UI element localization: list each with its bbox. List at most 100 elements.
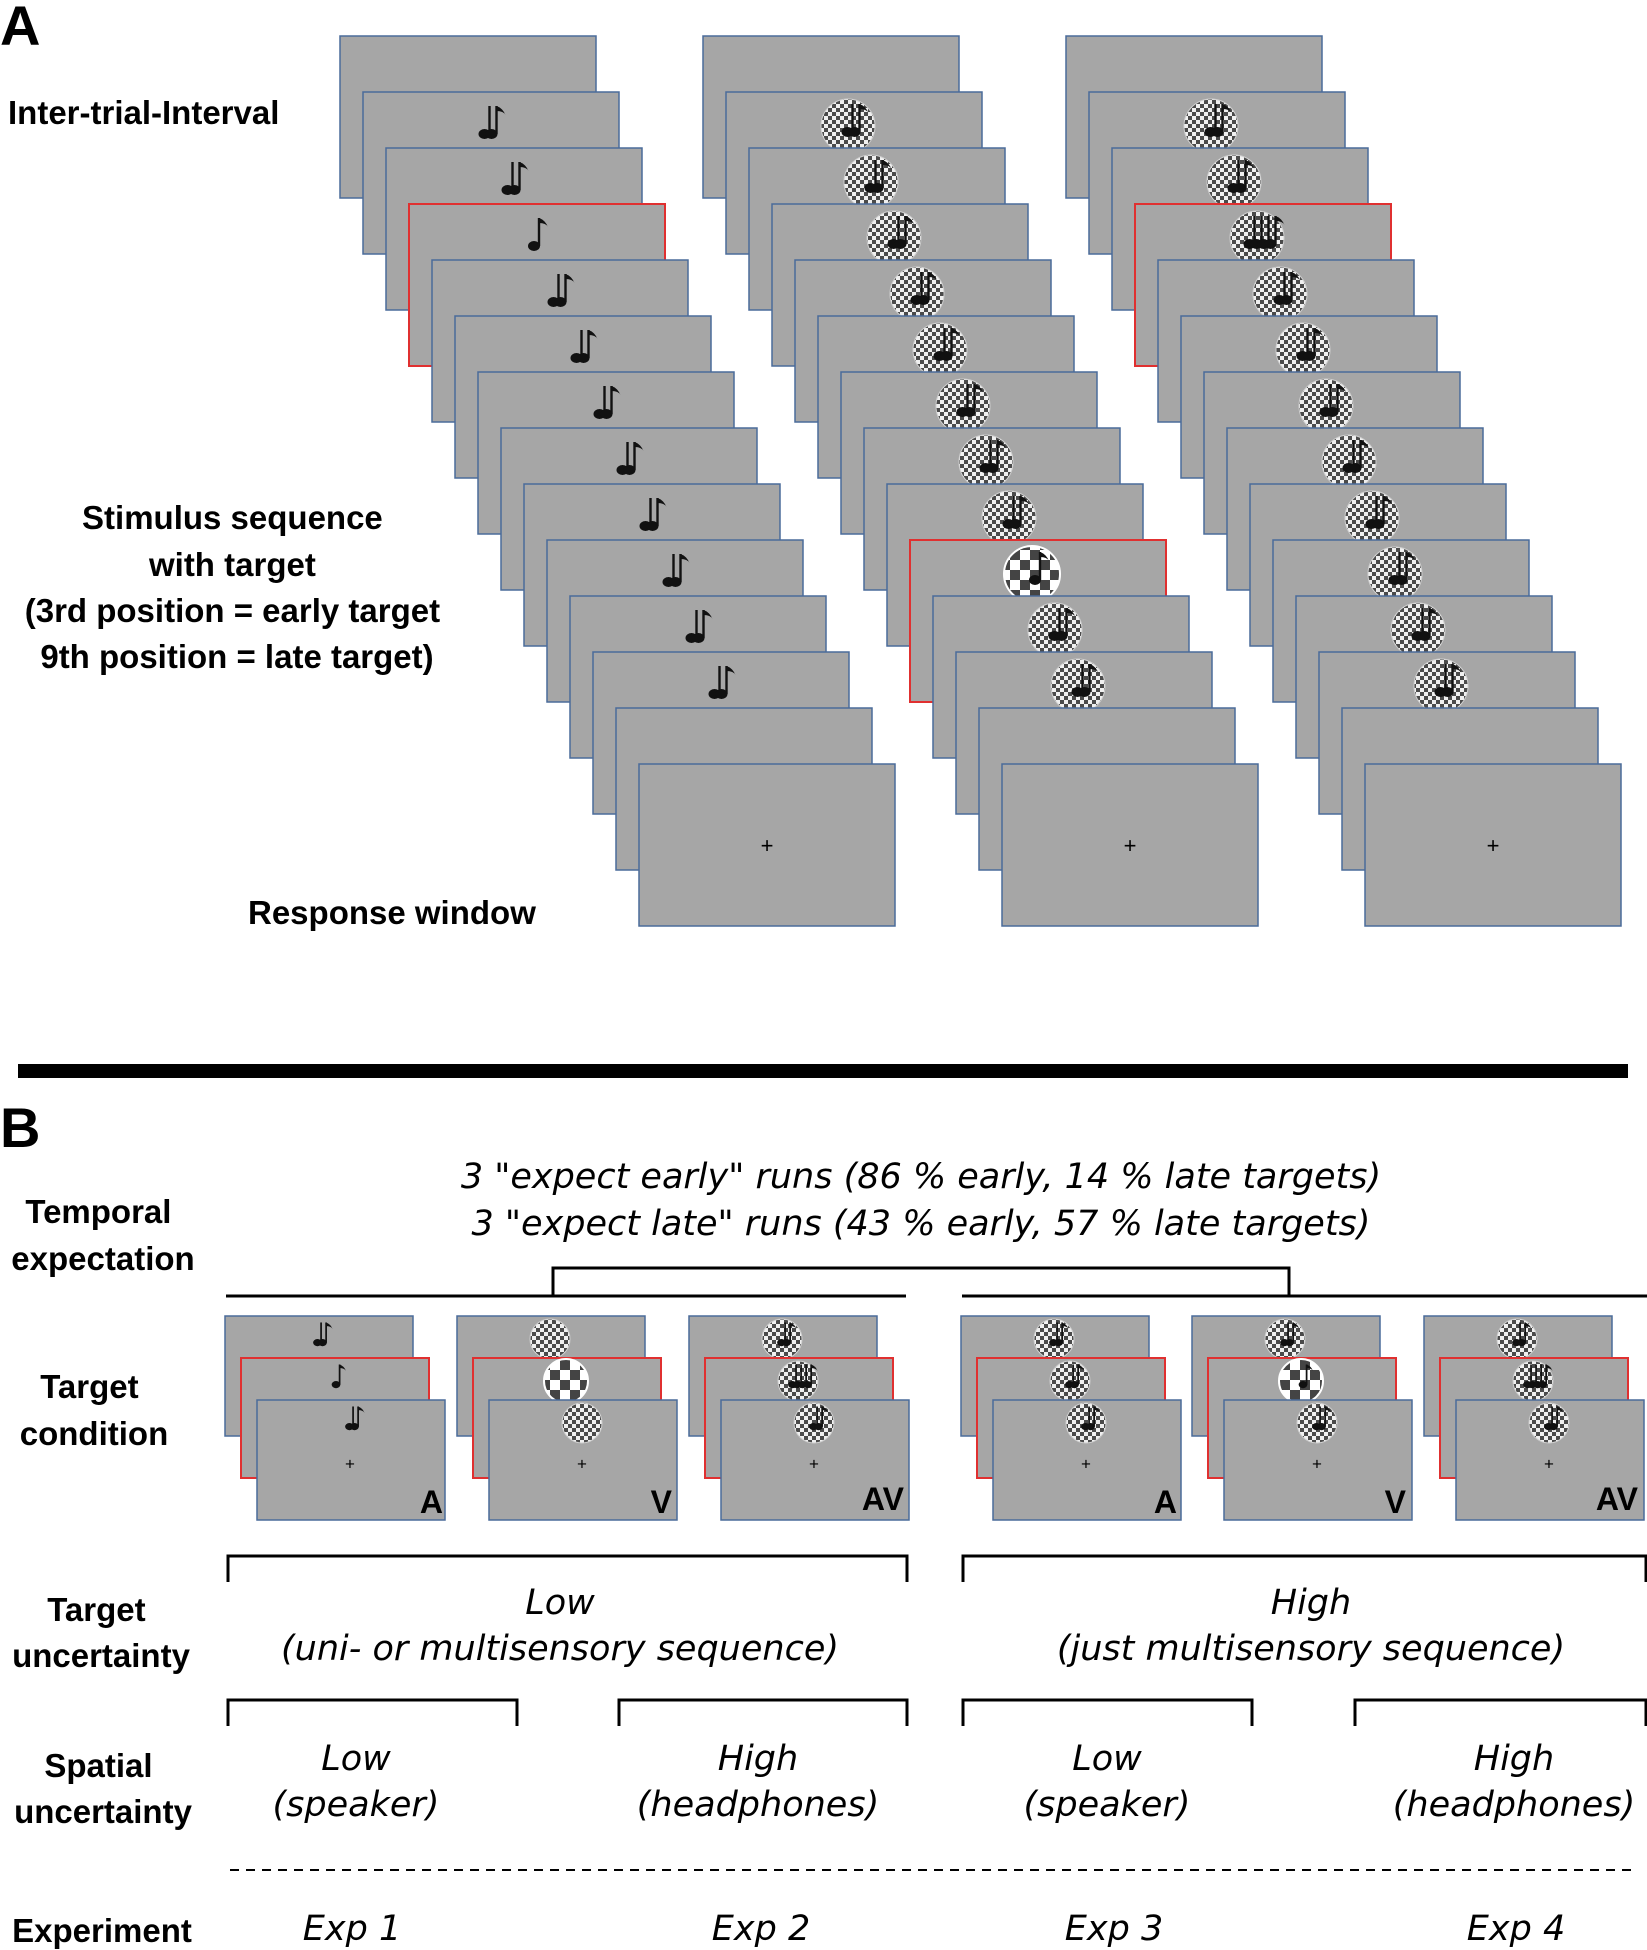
music-note-icon bbox=[685, 610, 713, 643]
checkerboard-disk-icon bbox=[1206, 154, 1262, 210]
experiment-1: Exp 1 bbox=[303, 1909, 401, 1949]
checkerboard-disk-icon bbox=[1321, 434, 1377, 490]
fixation-cross: + bbox=[1487, 833, 1500, 858]
label-target-condition-line-2: condition bbox=[20, 1415, 168, 1452]
fixation-cross: + bbox=[1544, 1454, 1554, 1473]
checkerboard-disk-icon bbox=[843, 154, 899, 210]
panel-a-letter: A bbox=[0, 0, 40, 57]
music-note-icon bbox=[788, 1364, 818, 1389]
music-note-icon bbox=[1296, 328, 1324, 361]
music-note-icon bbox=[313, 1322, 333, 1347]
fixation-cross: + bbox=[761, 833, 774, 858]
spatial-1-level: Low bbox=[321, 1739, 391, 1779]
music-note-icon bbox=[708, 666, 736, 699]
checkerboard-disk-icon bbox=[1183, 98, 1239, 154]
music-note-icon bbox=[1029, 552, 1049, 585]
experiment-2: Exp 2 bbox=[712, 1909, 810, 1949]
music-note-icon bbox=[547, 274, 575, 307]
label-inter-trial-interval: Inter-trial-Interval bbox=[8, 94, 279, 131]
condition-label-6: AV bbox=[1596, 1481, 1639, 1517]
fixation-cross: + bbox=[1081, 1454, 1091, 1473]
music-note-icon bbox=[864, 160, 892, 193]
condition-label-1: A bbox=[420, 1484, 443, 1520]
condition-label-4: A bbox=[1154, 1484, 1177, 1520]
checkerboard-disk-icon bbox=[958, 434, 1014, 490]
checkerboard-disk-icon bbox=[1496, 1318, 1538, 1360]
fixation-cross: + bbox=[345, 1454, 355, 1473]
music-note-icon bbox=[1523, 1364, 1553, 1389]
spatial-3-level: Low bbox=[1072, 1739, 1142, 1779]
spatial-uncertainty-brackets bbox=[226, 1698, 1647, 1726]
target-checkerboard-disk-icon bbox=[1003, 545, 1061, 603]
fixation-cross: + bbox=[1124, 833, 1137, 858]
condition-label-2: V bbox=[651, 1484, 673, 1520]
music-note-icon bbox=[1002, 496, 1030, 529]
panel-separator bbox=[18, 1064, 1628, 1078]
label-stimulus-sequence-line-1: Stimulus sequence bbox=[82, 499, 383, 536]
music-note-icon bbox=[841, 104, 869, 137]
checkerboard-disk-icon bbox=[866, 210, 922, 266]
music-note-icon bbox=[1049, 1322, 1069, 1347]
target-uncertainty-low-desc: (uni- or multisensory sequence) bbox=[281, 1629, 839, 1669]
music-note-icon bbox=[478, 106, 506, 139]
music-note-icon bbox=[1048, 608, 1076, 641]
music-note-icon bbox=[1273, 272, 1301, 305]
condition-stack-4: + bbox=[960, 1315, 1182, 1521]
target-uncertainty-low-level: Low bbox=[525, 1583, 595, 1623]
music-note-icon bbox=[1388, 552, 1416, 585]
music-note-icon bbox=[501, 162, 529, 195]
target-uncertainty-brackets bbox=[226, 1554, 1647, 1582]
target-checkerboard-disk-icon bbox=[543, 1358, 589, 1404]
response-screen bbox=[1364, 763, 1622, 927]
response-screen bbox=[1001, 763, 1259, 927]
checkerboard-disk-icon bbox=[1298, 378, 1354, 434]
panel-b-stacks: ++++++ bbox=[224, 1315, 1645, 1521]
music-note-icon bbox=[1319, 384, 1347, 417]
checkerboard-disk-icon bbox=[1027, 602, 1083, 658]
fixation-cross: + bbox=[1312, 1454, 1322, 1473]
label-experiment: Experiment bbox=[12, 1912, 192, 1949]
checkerboard-disk-icon bbox=[935, 378, 991, 434]
music-note-icon bbox=[639, 498, 667, 531]
label-target-uncertainty-line-2: uncertainty bbox=[12, 1637, 191, 1674]
label-target-uncertainty-line-1: Target bbox=[47, 1591, 145, 1628]
spatial-1-desc: (speaker) bbox=[273, 1785, 440, 1825]
music-note-icon bbox=[1071, 664, 1099, 697]
music-note-icon bbox=[910, 272, 938, 305]
checkerboard-disk-icon bbox=[1390, 602, 1446, 658]
stack-auditory: +++ bbox=[339, 35, 896, 927]
checkerboard-disk-icon bbox=[1033, 1318, 1075, 1360]
music-note-icon bbox=[1204, 104, 1232, 137]
checkerboard-disk-icon bbox=[1275, 322, 1331, 378]
experiment-labels: Exp 1 Exp 2 Exp 3 Exp 4 bbox=[303, 1909, 1565, 1949]
music-note-icon bbox=[1434, 664, 1462, 697]
target-uncertainty-high-level: High bbox=[1271, 1583, 1351, 1623]
checkerboard-disk-icon bbox=[1528, 1402, 1570, 1444]
label-temporal-line-2: expectation bbox=[11, 1240, 194, 1277]
label-spatial-uncertainty-line-2: uncertainty bbox=[14, 1793, 193, 1830]
checkerboard-disk-icon bbox=[793, 1402, 835, 1444]
condition-stack-6: + bbox=[1423, 1315, 1645, 1521]
stack-visual: +++ bbox=[702, 35, 1259, 927]
temporal-bracket bbox=[226, 1266, 1647, 1298]
label-temporal-line-1: Temporal bbox=[25, 1193, 171, 1230]
panel-a-stacks: +++++++++ bbox=[339, 35, 1622, 927]
spatial-3-desc: (speaker) bbox=[1024, 1785, 1191, 1825]
music-note-icon bbox=[1065, 1364, 1085, 1389]
checkerboard-disk-icon bbox=[1252, 266, 1308, 322]
target-checkerboard-disk-icon bbox=[1278, 1358, 1324, 1404]
music-note-icon bbox=[887, 216, 915, 249]
checkerboard-disk-icon bbox=[761, 1318, 803, 1360]
checkerboard-disk-icon bbox=[1296, 1402, 1338, 1444]
music-note-icon bbox=[1280, 1322, 1300, 1347]
music-note-icon bbox=[933, 328, 961, 361]
music-note-icon bbox=[616, 442, 644, 475]
label-target-condition-line-1: Target bbox=[40, 1368, 138, 1405]
stimulus-screen bbox=[256, 1399, 446, 1521]
label-target-condition: Target condition bbox=[20, 1368, 168, 1452]
label-spatial-uncertainty-line-1: Spatial bbox=[44, 1747, 152, 1784]
checkerboard-disk-icon bbox=[1065, 1402, 1107, 1444]
spatial-2-desc: (headphones) bbox=[637, 1785, 879, 1825]
music-note-icon bbox=[1298, 1364, 1314, 1389]
